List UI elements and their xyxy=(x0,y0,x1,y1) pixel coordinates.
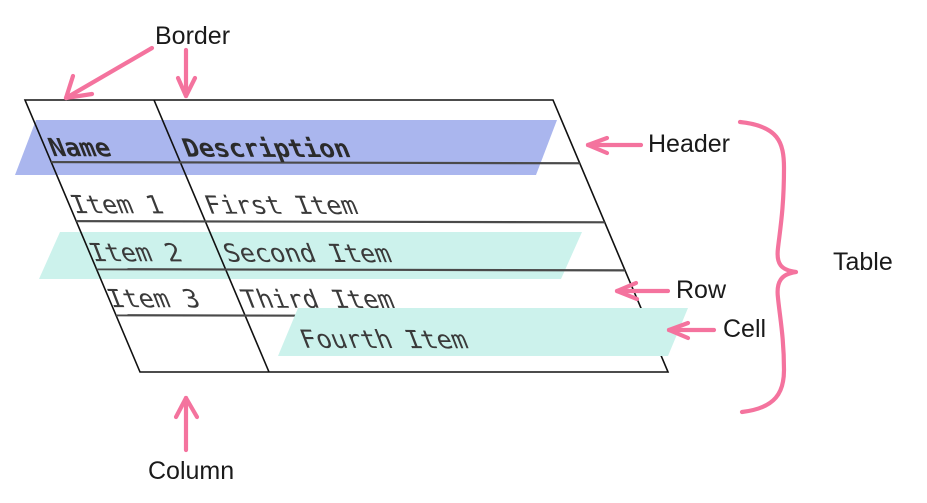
column-arrow-svg xyxy=(173,395,200,453)
border-arrow-down-icon xyxy=(175,47,198,99)
row-1-cell-description: First Item xyxy=(200,191,362,220)
column-divider-line xyxy=(153,99,270,373)
row-highlight-band-2 xyxy=(39,232,582,279)
annotation-arrows xyxy=(63,45,799,415)
annotation-label-border: Border xyxy=(155,22,231,50)
annotation-label-header: Header xyxy=(648,130,730,158)
border-arrow-left-icon xyxy=(63,45,155,101)
header-cell-description: Description xyxy=(178,134,355,163)
row-2-cell-name: Item 2 xyxy=(85,239,187,268)
annotation-label-row: Row xyxy=(676,276,727,304)
row-2-cell-description: Second Item xyxy=(219,239,396,268)
row-rule-header xyxy=(25,160,668,166)
row-rule-2 xyxy=(25,267,668,273)
column-arrow-up-icon xyxy=(173,395,200,453)
row-arrow-icon xyxy=(614,280,671,302)
table-brace-icon xyxy=(737,119,799,415)
row-1-cell-name: Item 1 xyxy=(66,191,168,220)
floating-cell-band xyxy=(278,308,688,356)
annotation-label-cell: Cell xyxy=(723,315,767,343)
header-cell-name: Name xyxy=(44,134,115,163)
row-rule-1 xyxy=(25,219,668,225)
cell-arrow-icon xyxy=(666,320,717,341)
table-text-group: Name Description Item 1 First Item Item … xyxy=(44,134,399,315)
floating-cell-text-group: Fourth Item xyxy=(296,326,473,355)
annotation-label-column: Column xyxy=(148,457,235,485)
annotation-label-table: Table xyxy=(833,248,893,276)
floating-cell-text: Fourth Item xyxy=(296,326,473,355)
table-border-outline xyxy=(23,99,670,373)
row-3-cell-name: Item 3 xyxy=(103,285,205,314)
header-arrow-icon xyxy=(585,135,644,156)
